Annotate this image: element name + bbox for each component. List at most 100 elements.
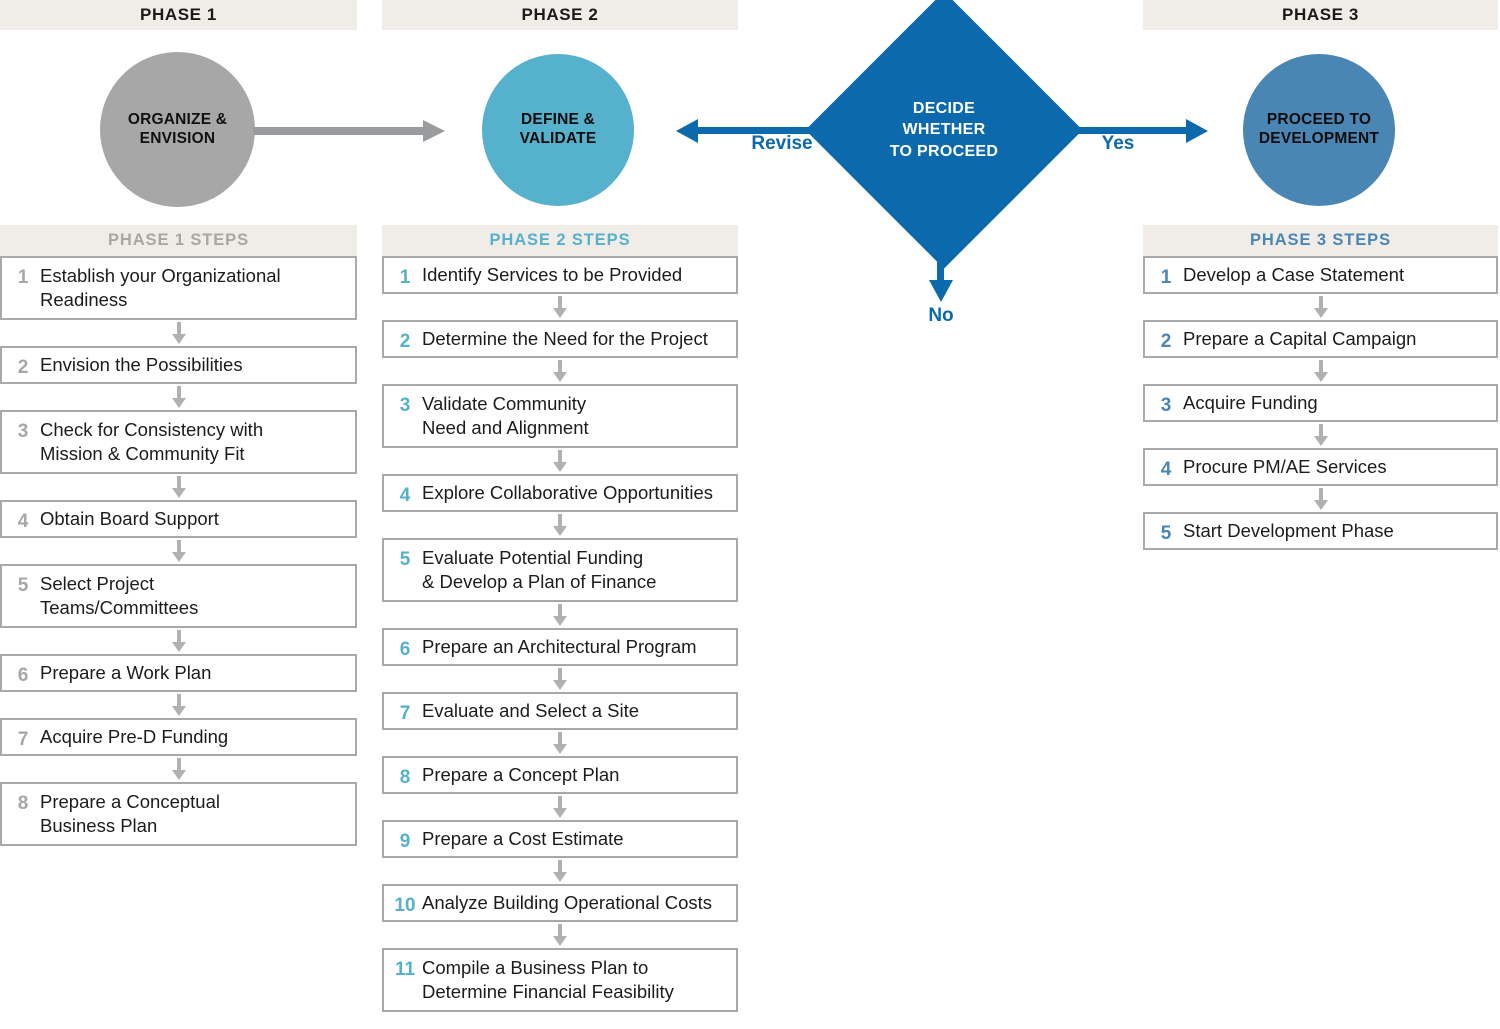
arrow-stem <box>558 668 562 682</box>
arrow-head <box>553 808 567 818</box>
arrow-head <box>553 936 567 946</box>
step-connector-arrow-icon <box>1143 422 1498 448</box>
arrow-stem <box>176 476 181 490</box>
arrow-head <box>1313 500 1328 510</box>
step-number: 1 <box>17 267 29 288</box>
step-number: 5 <box>399 549 411 570</box>
step-label: Obtain Board Support <box>40 507 219 529</box>
step-box[interactable]: 1 Establish your Organizational Readiness <box>0 256 357 320</box>
arrow-stem <box>176 630 181 644</box>
step-label: Acquire Funding <box>1183 391 1318 413</box>
step-box[interactable]: 1 Identify Services to be Provided <box>382 256 738 294</box>
arrow-stem <box>558 296 562 310</box>
step-connector-arrow-icon <box>0 384 357 410</box>
step-number: 4 <box>399 485 411 506</box>
revise-label: Revise <box>751 133 813 154</box>
step-number: 5 <box>1160 523 1172 544</box>
arrow-head <box>1313 436 1328 446</box>
arrow-head <box>171 488 186 498</box>
arrow-stem <box>1318 424 1323 438</box>
step-connector-arrow-icon <box>382 602 738 628</box>
phase-2-circle-zone: DEFINE & VALIDATE <box>382 30 738 225</box>
arrow-head <box>423 120 445 142</box>
arrow-head <box>553 526 567 536</box>
arrow-head <box>171 706 186 716</box>
no-label: No <box>928 305 954 326</box>
yes-arrow-icon <box>1036 119 1208 143</box>
step-number: 7 <box>399 703 411 724</box>
step-box[interactable]: 4 Procure PM/AE Services <box>1143 448 1498 486</box>
step-number: 11 <box>394 959 416 980</box>
arrow-stem <box>176 322 181 336</box>
step-number: 5 <box>17 575 29 596</box>
phase-1-circle: ORGANIZE & ENVISION <box>100 52 255 207</box>
step-box[interactable]: 4 Obtain Board Support <box>0 500 357 538</box>
step-connector-arrow-icon <box>382 666 738 692</box>
arrow-head <box>929 280 953 302</box>
step-number: 4 <box>17 511 29 532</box>
step-label: Develop a Case Statement <box>1183 263 1405 285</box>
step-connector-arrow-icon <box>0 756 357 782</box>
phase-3-banner: PHASE 3 <box>1143 0 1498 30</box>
step-number: 4 <box>1160 459 1172 480</box>
step-label: Validate Community Need and Alignment <box>422 392 589 438</box>
step-number: 6 <box>399 639 411 660</box>
step-connector-arrow-icon <box>0 538 357 564</box>
arrow-stem <box>558 924 562 938</box>
step-number: 6 <box>17 665 29 686</box>
arrow-stem <box>558 860 562 874</box>
step-label: Establish your Organizational Readiness <box>40 264 281 310</box>
phase-1-banner: PHASE 1 <box>0 0 357 30</box>
arrow-head <box>171 334 186 344</box>
arrow-stem <box>558 604 562 618</box>
no-arrow-icon <box>929 220 953 304</box>
yes-label: Yes <box>1101 133 1135 154</box>
step-label: Evaluate Potential Funding & Develop a P… <box>422 546 657 592</box>
arrow-stem <box>558 514 562 528</box>
step-number: 1 <box>399 267 411 288</box>
arrow-head <box>553 462 567 472</box>
arrow-head <box>676 119 698 143</box>
phase1-to-phase2-arrow-icon <box>253 120 445 142</box>
step-label: Procure PM/AE Services <box>1183 455 1387 477</box>
step-connector-arrow-icon <box>1143 294 1498 320</box>
arrow-head <box>1186 119 1208 143</box>
arrow-stem <box>176 758 181 772</box>
step-number: 8 <box>17 793 29 814</box>
arrow-stem <box>1036 127 1188 134</box>
phase-1-steps-list: 1 Establish your Organizational Readiness… <box>0 256 357 846</box>
step-label: Analyze Building Operational Costs <box>422 891 712 913</box>
step-connector-arrow-icon <box>382 730 738 756</box>
arrow-stem <box>558 732 562 746</box>
step-connector-arrow-icon <box>0 628 357 654</box>
step-box[interactable]: 5 Evaluate Potential Funding & Develop a … <box>382 538 738 602</box>
arrow-head <box>171 642 186 652</box>
step-label: Identify Services to be Provided <box>422 263 683 285</box>
arrow-stem <box>176 540 181 554</box>
step-number: 9 <box>399 831 411 852</box>
step-label: Prepare a Capital Campaign <box>1183 327 1417 349</box>
step-label: Check for Consistency with Mission & Com… <box>40 418 264 464</box>
arrow-stem <box>696 127 852 134</box>
step-number: 8 <box>399 767 411 788</box>
arrow-stem <box>253 127 425 135</box>
